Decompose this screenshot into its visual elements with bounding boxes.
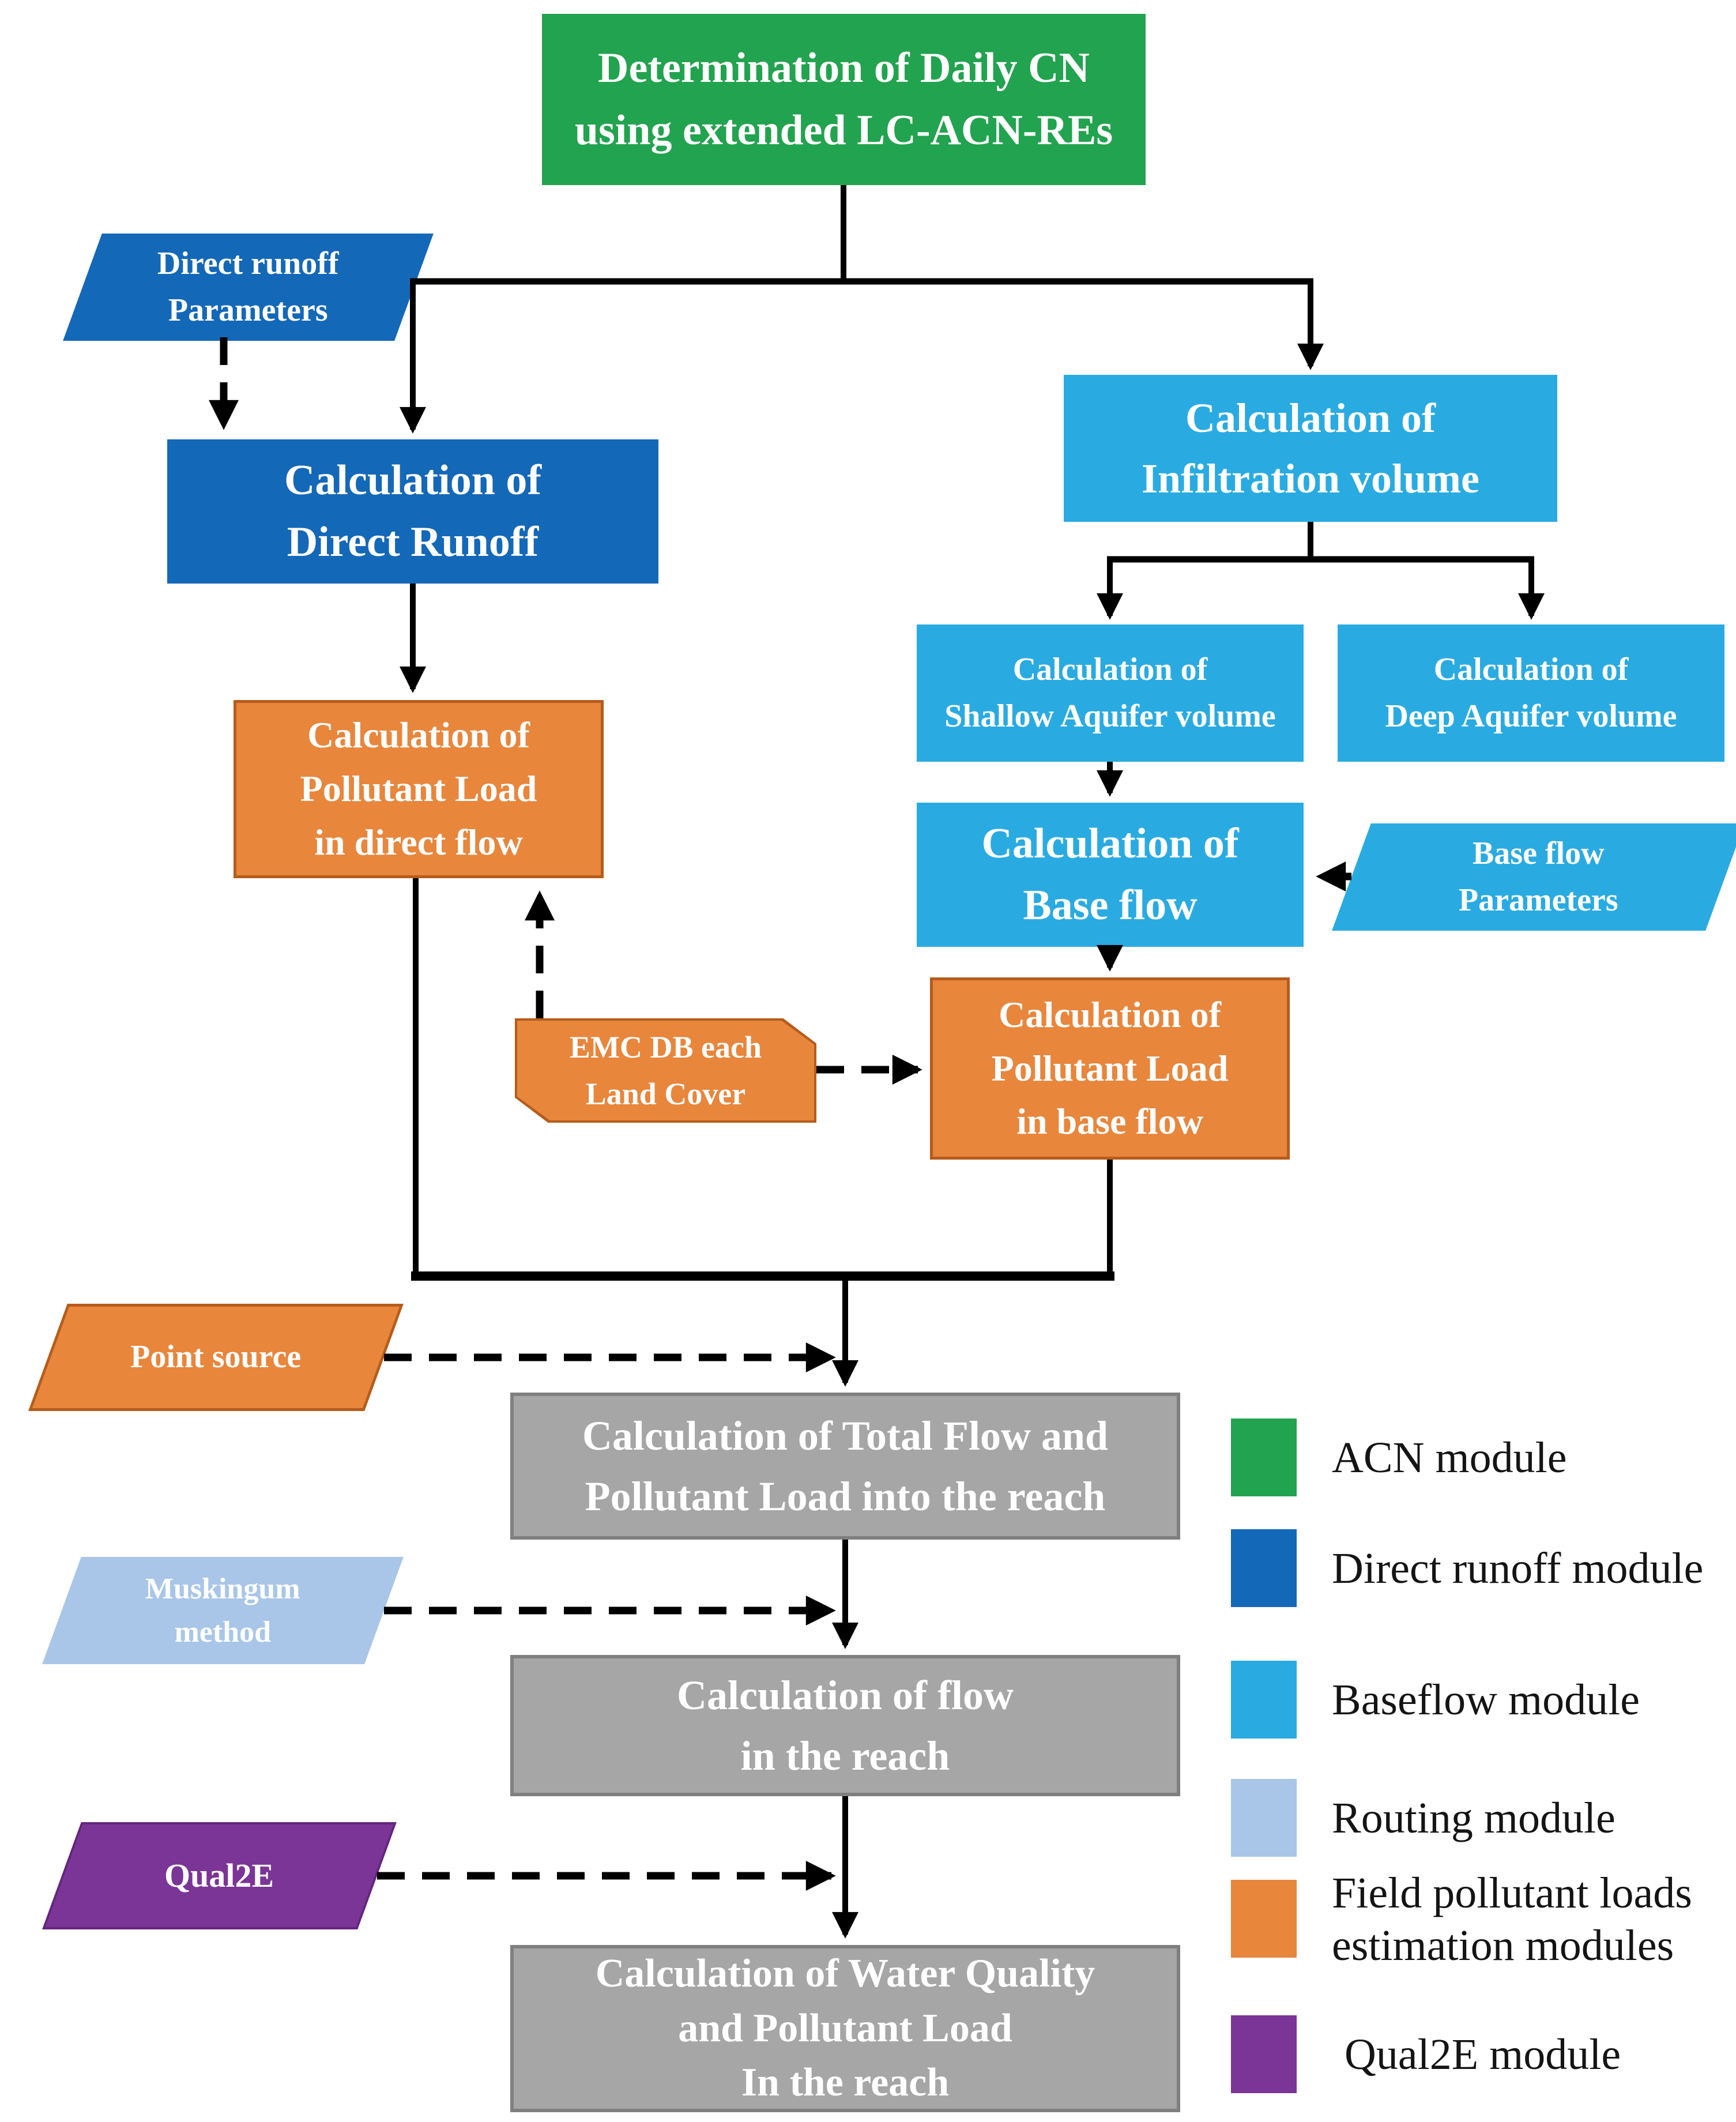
- node-emc-db-label: EMC DB each Land Cover: [517, 1021, 814, 1120]
- node-point-source-label: Point source: [130, 1339, 302, 1375]
- node-calc-pollutant-direct-flow: Calculation of Pollutant Load in direct …: [234, 700, 604, 878]
- legend-swatch-field-pollutant: [1231, 1880, 1297, 1958]
- node-base-flow-parameters-label: Base flow Parameters: [1458, 835, 1618, 918]
- legend-label-acn: ACN module: [1332, 1434, 1567, 1482]
- node-calc-infiltration: Calculation of Infiltration volume: [1064, 375, 1557, 522]
- legend-label-qual2e: Qual2E module: [1345, 2030, 1621, 2079]
- legend-label-routing: Routing module: [1332, 1794, 1616, 1842]
- node-calc-direct-runoff: Calculation of Direct Runoff: [167, 439, 658, 584]
- legend-swatch-routing: [1231, 1779, 1297, 1857]
- node-calc-shallow-aquifer: Calculation of Shallow Aquifer volume: [917, 624, 1304, 762]
- node-daily-cn: Determination of Daily CN using extended…: [542, 14, 1146, 185]
- node-muskingum-method-label: Muskingum method: [145, 1572, 300, 1649]
- legend-swatch-acn: [1231, 1419, 1297, 1496]
- legend-swatch-baseflow: [1231, 1661, 1297, 1739]
- node-qual2e: Qual2E: [42, 1822, 397, 1929]
- legend-swatch-direct-runoff: [1231, 1529, 1297, 1607]
- node-calc-flow-in-reach: Calculation of flow in the reach: [510, 1655, 1180, 1796]
- legend-label-direct-runoff: Direct runoff module: [1332, 1544, 1704, 1593]
- node-calc-pollutant-base-flow: Calculation of Pollutant Load in base fl…: [930, 977, 1290, 1160]
- node-point-source: Point source: [28, 1304, 404, 1411]
- node-emc-db: EMC DB each Land Cover: [515, 1018, 816, 1123]
- node-calc-water-quality: Calculation of Water Quality and Polluta…: [510, 1945, 1180, 2112]
- legend-swatch-qual2e: [1231, 2015, 1297, 2093]
- legend-label-baseflow: Baseflow module: [1332, 1676, 1640, 1724]
- node-direct-runoff-parameters-label: Direct runoff Parameters: [157, 245, 339, 328]
- node-base-flow-parameters: Base flow Parameters: [1332, 823, 1736, 931]
- node-calc-total-flow: Calculation of Total Flow and Pollutant …: [510, 1393, 1180, 1540]
- node-qual2e-label: Qual2E: [164, 1856, 274, 1894]
- node-muskingum-method: Muskingum method: [42, 1557, 404, 1664]
- node-calc-deep-aquifer: Calculation of Deep Aquifer volume: [1338, 624, 1724, 762]
- node-direct-runoff-parameters: Direct runoff Parameters: [63, 234, 434, 341]
- node-calc-base-flow: Calculation of Base flow: [917, 803, 1304, 947]
- legend-label-field-pollutant: Field pollutant loads estimation modules: [1332, 1869, 1692, 1970]
